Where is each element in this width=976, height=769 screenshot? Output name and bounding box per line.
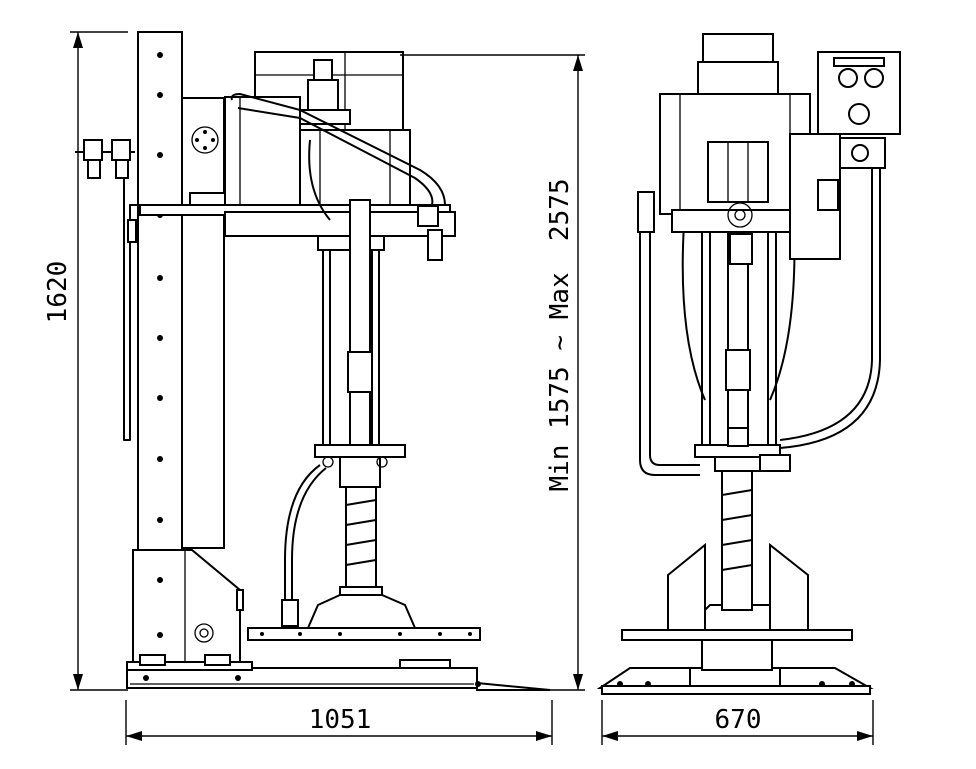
dimension-width-670 [601,700,874,745]
side-screw [306,486,417,629]
dimension-width-1051 [125,700,553,745]
side-column [137,31,183,551]
front-view [596,33,901,695]
label-height-1620: 1620 [43,261,73,324]
side-base-plate [126,667,478,689]
dimension-height-1620 [70,31,128,691]
side-pump-tube [314,199,406,488]
front-follower-plate [621,629,853,641]
label-height-range: Min 1575 ~ Max 2575 [545,178,575,491]
front-pump-tube [701,229,777,447]
side-column-base [132,549,241,663]
label-width-670: 670 [715,705,762,735]
dimension-height-range [400,54,585,691]
front-air-motor-top [702,33,774,65]
side-air-regulator [75,139,138,441]
front-control-box [789,51,901,260]
side-follower-plate [247,627,481,641]
side-view [75,31,551,691]
label-width-1051: 1051 [309,705,372,735]
